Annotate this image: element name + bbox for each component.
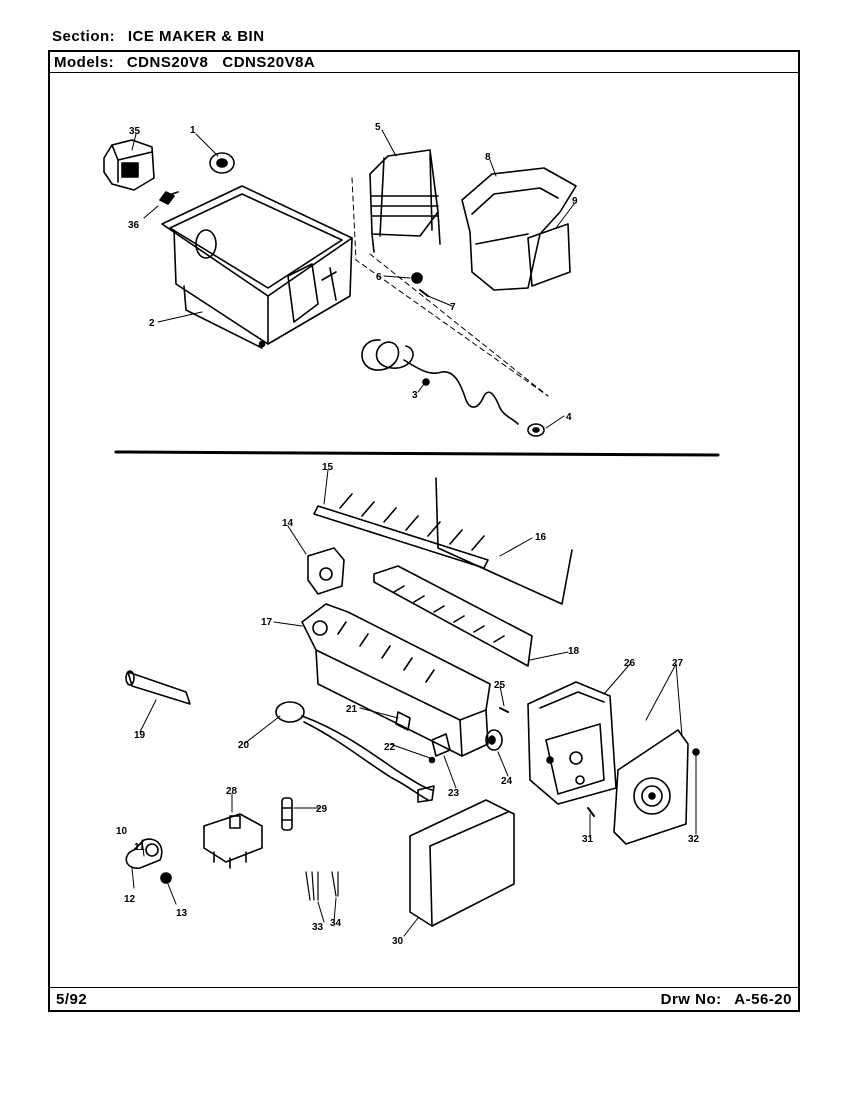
leader-lines — [131, 129, 697, 937]
part-28-switch-assembly — [203, 813, 263, 869]
callout-17: 17 — [261, 617, 273, 628]
section-value: ICE MAKER & BIN — [127, 28, 265, 45]
drawing-number: A-56-20 — [734, 991, 792, 1008]
part-33-34-screws — [305, 871, 339, 901]
callout-31: 31 — [582, 834, 594, 845]
part-32-screw — [692, 748, 700, 756]
callout-25: 25 — [494, 680, 506, 691]
part-14-bracket — [307, 547, 345, 595]
part-2-ice-bin — [161, 185, 353, 349]
drawing-frame: Models: CDNS20V8 CDNS20V8A 5/92 Drw No: … — [48, 50, 800, 1012]
callout-15: 15 — [322, 462, 334, 473]
callout-24: 24 — [501, 776, 513, 787]
callout-2: 2 — [149, 318, 155, 329]
callout-13: 13 — [176, 908, 188, 919]
part-31-screw — [587, 807, 595, 817]
callout-34: 34 — [330, 918, 342, 929]
callout-33: 33 — [312, 922, 324, 933]
part-35-switch — [103, 139, 155, 191]
part-8-duct — [461, 167, 577, 291]
part-6-nut — [411, 272, 423, 284]
part-29-fuse — [281, 797, 293, 831]
drawing-number-label: Drw No: — [660, 991, 722, 1008]
part-21-clip — [395, 711, 411, 731]
callout-21: 21 — [346, 704, 358, 715]
part-36-clip — [159, 191, 179, 205]
callout-27: 27 — [672, 658, 684, 669]
part-30-bin-panel — [409, 799, 515, 927]
callout-5: 5 — [375, 122, 381, 133]
callout-1: 1 — [190, 125, 196, 136]
part-27-cover — [613, 729, 689, 845]
part-13-screw — [160, 872, 172, 884]
part-1-fitting — [209, 152, 235, 174]
callout-18: 18 — [568, 646, 580, 657]
callout-16: 16 — [535, 532, 547, 543]
part-4-connector — [527, 423, 545, 437]
part-23-bracket — [431, 733, 451, 757]
callout-19: 19 — [134, 730, 146, 741]
part-9-gasket — [527, 223, 571, 287]
header-divider — [50, 72, 798, 73]
callout-29: 29 — [316, 804, 328, 815]
footer-divider — [50, 987, 798, 988]
callout-7: 7 — [450, 302, 456, 313]
callout-12: 12 — [124, 894, 136, 905]
section-label: Section: — [52, 28, 116, 45]
callout-10: 10 — [116, 826, 128, 837]
callout-3: 3 — [412, 390, 418, 401]
callout-28: 28 — [226, 786, 238, 797]
section-divider-line — [114, 450, 720, 457]
models-value: CDNS20V8 CDNS20V8A — [126, 54, 316, 71]
callout-22: 22 — [384, 742, 396, 753]
callout-26: 26 — [624, 658, 636, 669]
callout-6: 6 — [376, 272, 382, 283]
part-5-ice-chute — [369, 149, 441, 253]
part-20-cord — [275, 701, 435, 803]
callout-11: 11 — [134, 842, 145, 853]
callout-4: 4 — [566, 412, 572, 423]
callout-32: 32 — [688, 834, 700, 845]
callout-23: 23 — [448, 788, 460, 799]
part-22-screw — [428, 756, 436, 764]
callout-20: 20 — [238, 740, 250, 751]
section-heading: Section: ICE MAKER & BIN — [52, 28, 265, 45]
part-16-wire — [435, 477, 573, 605]
callout-30: 30 — [392, 936, 404, 947]
callout-labels: 35 1 36 2 5 6 7 8 9 3 4 15 16 14 17 18 1… — [116, 122, 700, 947]
part-19-heater-rod — [125, 670, 191, 705]
callout-9: 9 — [572, 196, 578, 207]
part-17-mold — [301, 603, 491, 757]
part-26-housing — [527, 681, 617, 805]
part-7-screw — [419, 289, 429, 297]
callout-8: 8 — [485, 152, 491, 163]
callout-36: 36 — [128, 220, 140, 231]
callout-14: 14 — [282, 518, 294, 529]
drawing-date: 5/92 — [56, 991, 88, 1008]
part-24-motor-coupling — [485, 729, 503, 751]
models-label: Models: — [54, 54, 115, 71]
part-25-screw — [499, 707, 509, 713]
drawing-number-block: Drw No: A-56-20 — [661, 991, 792, 1008]
part-15-ejector-arm — [313, 493, 489, 569]
part-18-stripper — [373, 565, 533, 667]
part-3-heater-harness — [361, 339, 519, 425]
models-heading: Models: CDNS20V8 CDNS20V8A — [54, 54, 315, 71]
callout-35: 35 — [129, 126, 141, 137]
part-10-11-thermostat — [125, 838, 163, 869]
